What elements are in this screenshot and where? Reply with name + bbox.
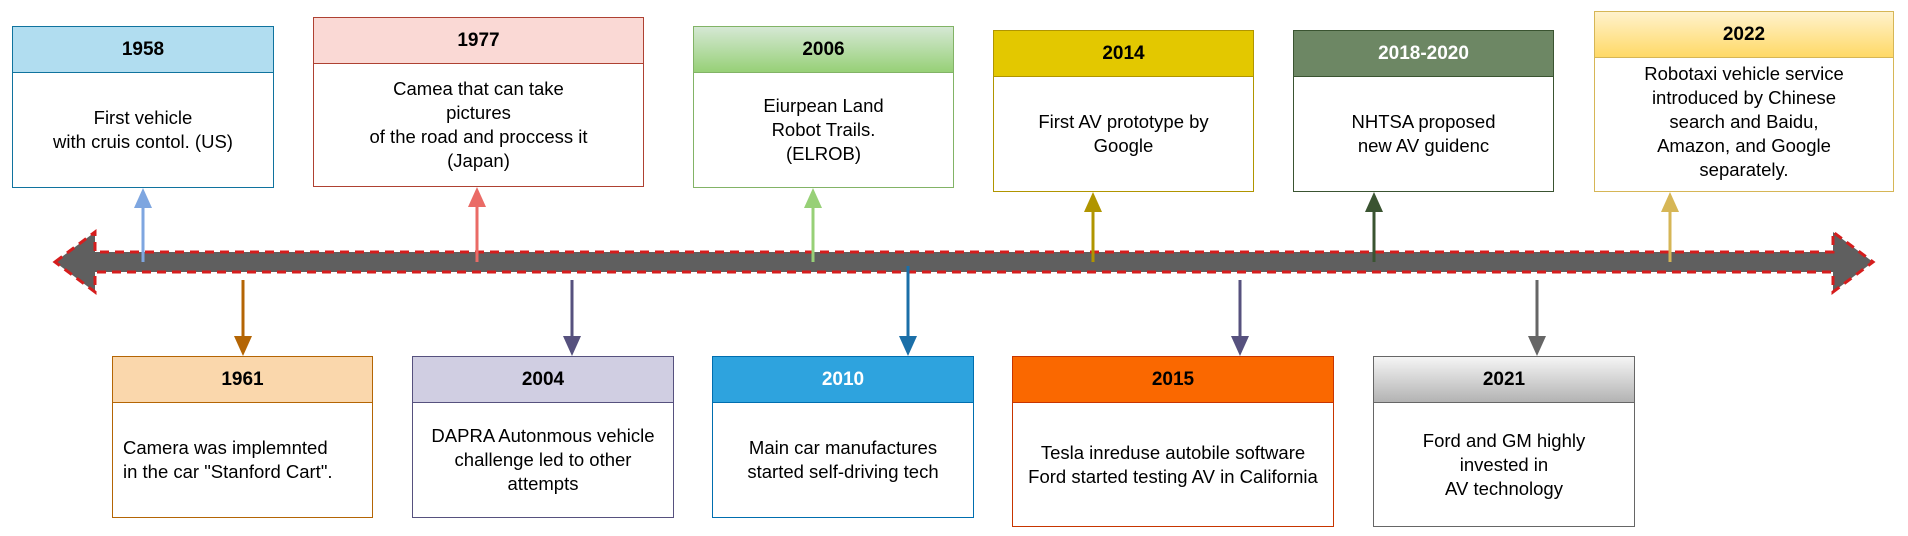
connector-arrowhead [234, 336, 252, 356]
event-year: 2004 [413, 357, 673, 403]
event-description: Ford and GM highly invested in AV techno… [1422, 429, 1586, 499]
connector-arrowhead [468, 187, 486, 207]
connector-arrowhead [1365, 192, 1383, 212]
connector-arrowhead [1084, 192, 1102, 212]
event-card-2015: 2015 Tesla inreduse autobile software Fo… [1012, 356, 1334, 527]
event-description: First AV prototype by Google [1038, 111, 1209, 156]
event-year: 1961 [113, 357, 372, 403]
event-card-1961: 1961 Camera was implemnted in the car "S… [112, 356, 373, 518]
event-card-2014: 2014 First AV prototype by Google [993, 30, 1254, 192]
event-year: 1958 [13, 27, 273, 73]
event-description: DAPRA Autonmous vehicle challenge led to… [431, 425, 655, 494]
event-year: 2022 [1595, 12, 1893, 58]
event-card-1958: 1958 First vehicle with cruis contol. (U… [12, 26, 274, 188]
timeline-axis-arrow [52, 229, 1876, 295]
event-card-2004: 2004 DAPRA Autonmous vehicle challenge l… [412, 356, 674, 518]
connector-arrowhead [804, 188, 822, 208]
event-description: Main car manufactures started self-drivi… [747, 437, 939, 482]
event-year: 2018-2020 [1294, 31, 1553, 77]
event-description: NHTSA proposed new AV guidenc [1351, 111, 1496, 156]
event-card-2010: 2010 Main car manufactures started self-… [712, 356, 974, 518]
event-card-2021: 2021 Ford and GM highly invested in AV t… [1373, 356, 1635, 527]
event-year: 2015 [1013, 357, 1333, 403]
event-description: Eiurpean Land Robot Trails. (ELROB) [763, 95, 884, 164]
event-year: 2021 [1374, 357, 1634, 403]
event-description: First vehicle with cruis contol. (US) [53, 107, 233, 152]
event-card-2018-2020: 2018-2020 NHTSA proposed new AV guidenc [1293, 30, 1554, 192]
event-card-1977: 1977 Camea that can take pictures of the… [313, 17, 644, 187]
event-year: 2014 [994, 31, 1253, 77]
event-card-2022: 2022 Robotaxi vehicle service introduced… [1594, 11, 1894, 192]
connector-arrowhead [899, 336, 917, 356]
event-year: 2006 [694, 27, 953, 73]
connector-arrowhead [1661, 192, 1679, 212]
event-description: Camera was implemnted in the car "Stanfo… [123, 437, 333, 482]
connector-arrowhead [134, 188, 152, 208]
event-description: Camea that can take pictures of the road… [369, 78, 588, 171]
connector-arrowhead [1231, 336, 1249, 356]
event-description: Tesla inreduse autobile software Ford st… [1028, 441, 1318, 487]
event-card-2006: 2006 Eiurpean Land Robot Trails. (ELROB) [693, 26, 954, 188]
event-year: 1977 [314, 18, 643, 64]
event-year: 2010 [713, 357, 973, 403]
event-description: Robotaxi vehicle service introduced by C… [1644, 63, 1844, 180]
connector-arrowhead [563, 336, 581, 356]
connector-arrowhead [1528, 336, 1546, 356]
